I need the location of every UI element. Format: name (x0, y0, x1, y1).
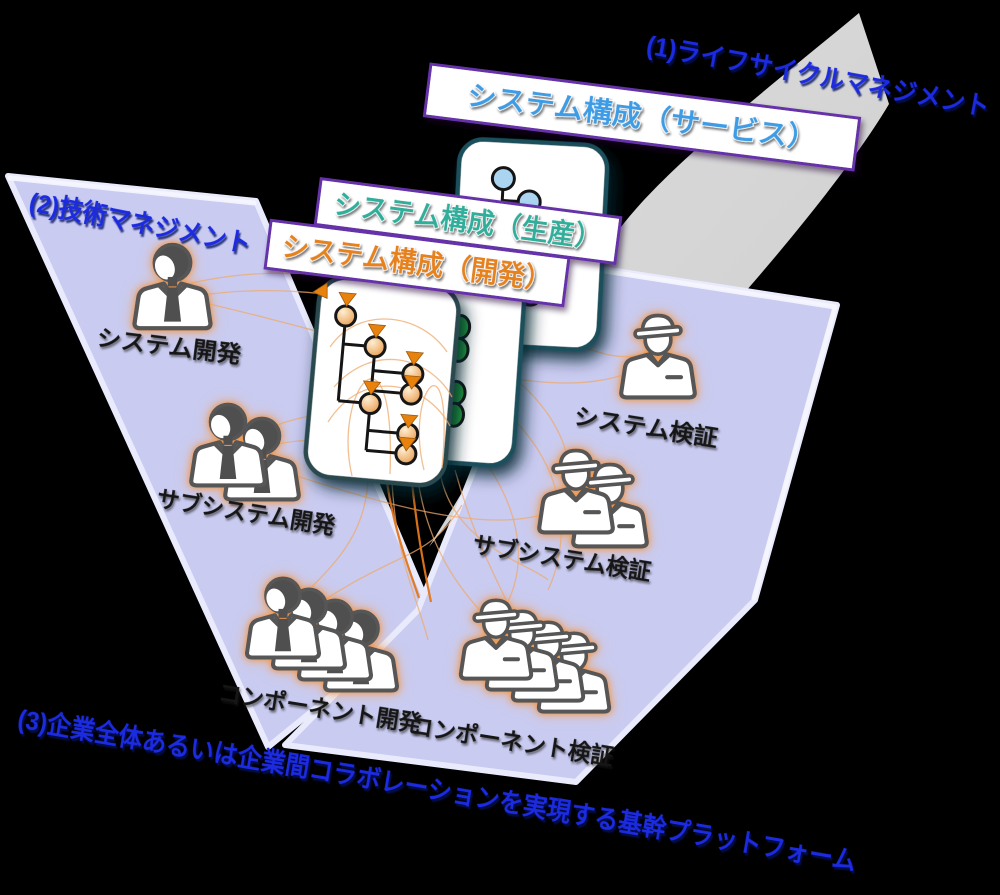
change-arrow-icons (312, 282, 425, 452)
config-label-production: システム構成（生産） (313, 177, 623, 265)
development-structure-tree (312, 282, 425, 466)
config-card-development (303, 275, 461, 488)
